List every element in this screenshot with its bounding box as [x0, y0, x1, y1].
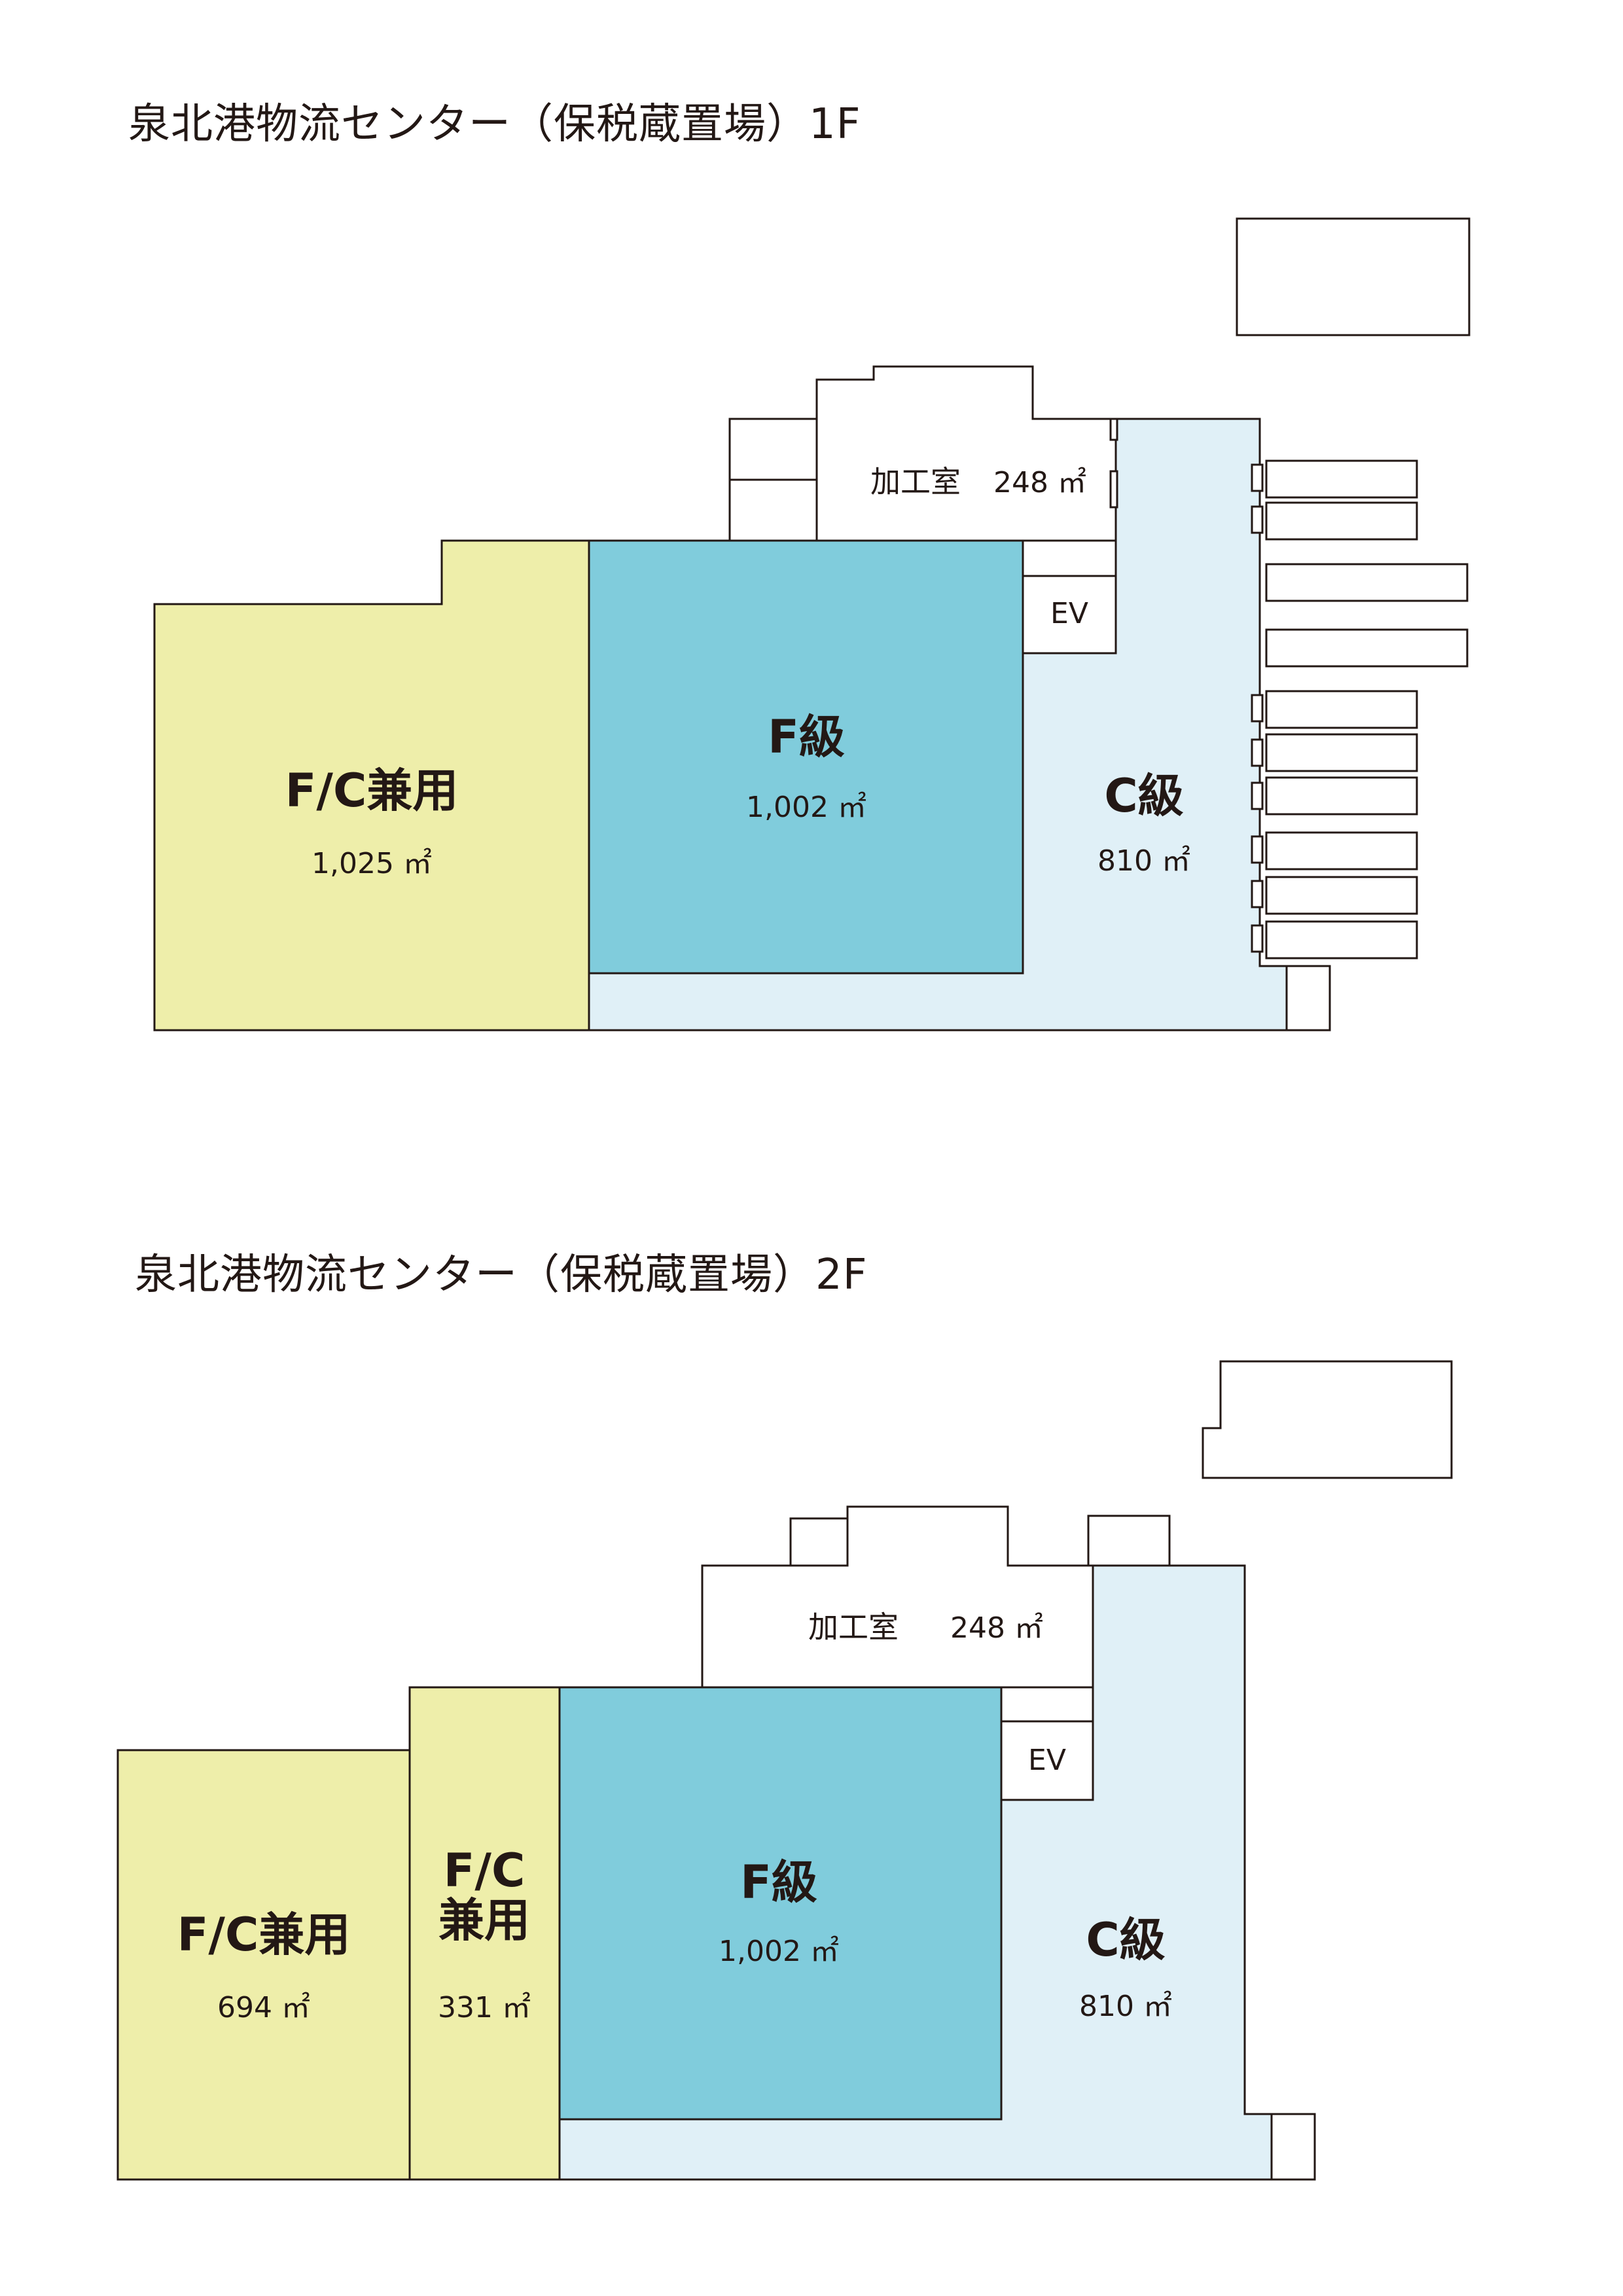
floor2-fc2-area-label: 331 ㎡	[438, 1991, 531, 2024]
floor1-fc-area-label: 1,025 ㎡	[312, 847, 432, 880]
floor1-c-area-label: 810 ㎡	[1097, 844, 1190, 878]
floor1-ev-box	[1022, 575, 1117, 655]
floor1-ev-label: EV	[1050, 597, 1088, 630]
floor2-fc-area-2	[408, 1686, 561, 2181]
floor1-processing-room	[728, 365, 1117, 542]
floor1-proc-label: 加工室	[870, 464, 961, 499]
floor1-ev-upper	[1022, 539, 1117, 577]
floor1-title: 泉北港物流センター（保税蔵置場）1F	[128, 100, 861, 149]
floor1-f-area-label: 1,002 ㎡	[746, 791, 866, 824]
floor2-fc-area-1	[116, 1749, 411, 2181]
floor1-f-label: F級	[768, 710, 845, 764]
floor1-f-class-area	[588, 539, 1024, 975]
floor2-annex-building	[1202, 1360, 1453, 1479]
floor2-proc-area-label: 248 ㎡	[950, 1611, 1043, 1645]
floor1-door-mark	[1109, 470, 1118, 509]
floor1-corner-box	[1285, 965, 1331, 1031]
floor1-door-mark	[1109, 418, 1118, 441]
floor2-c-top-box	[1087, 1515, 1171, 1567]
floor1-proc-area-label: 248 ㎡	[993, 466, 1086, 499]
floor1-fc-label: F/C兼用	[285, 764, 459, 817]
floor2-ev-label: EV	[1028, 1744, 1066, 1777]
floor2-corner-box	[1270, 2113, 1316, 2181]
floor2-fc1-label: F/C兼用	[177, 1908, 351, 1962]
floor2-title: 泉北港物流センター（保税蔵置場）2F	[135, 1251, 868, 1299]
floor2-plan	[116, 1360, 1453, 2181]
floor2-c-area-label: 810 ㎡	[1079, 1990, 1172, 2023]
floor2-proc-small-box	[789, 1517, 849, 1567]
floor2-f-label: F級	[740, 1856, 817, 1909]
floor1-c-label: C級	[1104, 769, 1183, 823]
floor2-fc1-area-label: 694 ㎡	[217, 1991, 310, 2024]
floor2-f-area-label: 1,002 ㎡	[719, 1935, 839, 1968]
floor2-f-class-area	[558, 1686, 1003, 2121]
floor2-c-label: C級	[1086, 1913, 1165, 1967]
floor2-fc2-label-line1: F/C	[444, 1844, 526, 1897]
floor2-ev-upper	[1000, 1686, 1094, 1723]
floor2-proc-label: 加工室	[808, 1609, 899, 1645]
floor2-processing-room	[701, 1505, 1094, 1689]
floor2-fc2-label-line2: 兼用	[438, 1893, 530, 1947]
floor2-ev-box	[1000, 1720, 1094, 1801]
floor1-loading-docks	[1251, 459, 1469, 960]
floor1-annex-building	[1236, 217, 1471, 336]
floor1-plan	[153, 217, 1471, 1031]
